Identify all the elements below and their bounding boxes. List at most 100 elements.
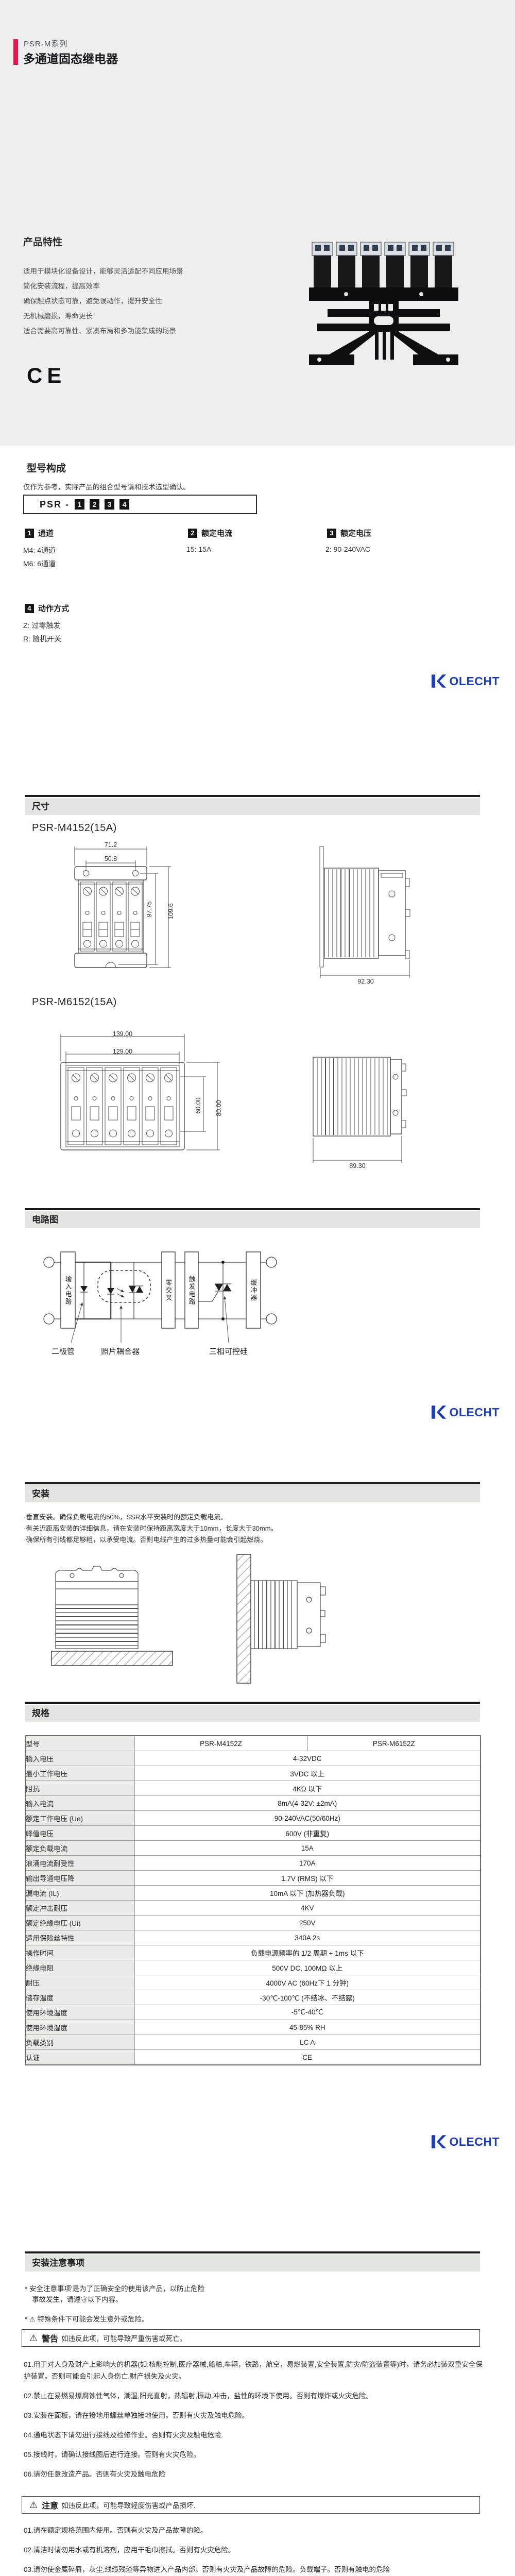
- spec-label: 浪涌电流耐受性: [25, 1855, 135, 1871]
- model-composition-heading: 型号构成: [27, 463, 66, 474]
- caution-items: 01.请在额定规格范围内使用。否则有火灾及产品故障的险。02.清洁时请勿用水或有…: [24, 2524, 485, 2576]
- circuit-label-triac: 三相可控硅: [209, 1347, 248, 1356]
- spec-row: 输出导通电压降 1.7V (RMS) 以下: [25, 1870, 481, 1886]
- spec-label: 输入电压: [25, 1751, 135, 1766]
- spec-label: 额定冲击耐压: [25, 1900, 135, 1916]
- model-digit-1: 1: [75, 499, 85, 510]
- spec-value: 负载电源频率的 1/2 周期 + 1ms 以下: [134, 1945, 481, 1960]
- circuit-block-zerocross: 零交叉: [164, 1279, 172, 1302]
- spec-row: 额定冲击耐压 4KV: [25, 1900, 481, 1916]
- brand-logo: OLECHT: [432, 671, 500, 691]
- spec-label: 输入电流: [25, 1795, 135, 1811]
- dim-139: 139.00: [112, 1030, 133, 1038]
- circuit-block-snubber: 缓冲器: [249, 1279, 257, 1302]
- spec-label: 储存温度: [25, 1990, 135, 2005]
- group-number: 4: [25, 603, 34, 613]
- section-circuit: 电路图: [25, 1208, 480, 1228]
- caution-item: 03.请勿使金属碎屑，灰尘,线缆残渣等异物进入产品内部。否则有火灾及产品故障的危…: [24, 2566, 390, 2573]
- spec-header-model-1: PSR-M4152Z: [134, 1735, 308, 1751]
- warning-text: 如违反此项，可能导致严重伤害或死亡。: [61, 2335, 187, 2343]
- caution-banner: ⚠ 注意 如违反此项，可能导致轻度伤害或产品损坏.: [22, 2496, 480, 2514]
- spec-value: LC A: [134, 2035, 481, 2050]
- spec-row: 使用环境湿度 45-85% RH: [25, 2020, 481, 2035]
- page-title: 多通道固态继电器: [23, 52, 118, 65]
- spec-label: 使用环境温度: [25, 2005, 135, 2020]
- group-number: 3: [327, 528, 336, 538]
- warning-title: 警告: [42, 2335, 59, 2344]
- spec-row: 绝缘电阻 500V DC, 100MΩ 以上: [25, 1960, 481, 1975]
- group-number: 2: [188, 528, 197, 538]
- spec-label: 绝缘电阻: [25, 1960, 135, 1975]
- spec-row: 阻抗 4KΩ 以下: [25, 1781, 481, 1796]
- spec-value: 4KV: [134, 1900, 481, 1916]
- spec-label: 额定绝缘电压 (Ui): [25, 1915, 135, 1930]
- section-dimensions: 尺寸: [25, 795, 480, 815]
- spec-value: 170A: [134, 1855, 481, 1871]
- circuit-label-diode: 二极管: [52, 1347, 75, 1356]
- spec-row: 漏电流 (IL) 10mA 以下 (加热器负载): [25, 1885, 481, 1901]
- installation-figures: [51, 1554, 326, 1684]
- spec-row: 浪涌电流耐受性 170A: [25, 1855, 481, 1871]
- caution-title: 注意: [42, 2502, 59, 2511]
- warning-item: 01.用于对人身及财产上影响大的机器(如:核能控制,医疗器械,船舶,车辆，铁路，…: [24, 2361, 483, 2380]
- circuit-label-photocoupler: 照片耦合器: [101, 1347, 140, 1356]
- spec-label: 负载类别: [25, 2035, 135, 2050]
- spec-value: 250V: [134, 1915, 481, 1930]
- dim-80: 80.00: [215, 1100, 222, 1116]
- brand-logo-icon: [432, 1405, 447, 1419]
- dim-129: 129.00: [112, 1048, 133, 1055]
- dim-50-8: 50.8: [104, 855, 117, 862]
- spec-label: 漏电流 (IL): [25, 1885, 135, 1901]
- spec-label: 使用环境湿度: [25, 2020, 135, 2035]
- spec-header-model-2: PSR-M6152Z: [307, 1735, 481, 1751]
- spec-table: 型号 PSR-M4152Z PSR-M6152Z 输入电压 4-32VDC 最小…: [25, 1735, 481, 2065]
- spec-value: 340A 2s: [134, 1930, 481, 1945]
- spec-label: 认证: [25, 2049, 135, 2065]
- warning-item: 05.接线时，请确认接线图后进行连接。否则有火灾危险。: [24, 2451, 200, 2459]
- spec-value: 8mA(4-32V: ±2mA): [134, 1795, 481, 1811]
- feature-item: 无机械磨损，寿命更长: [23, 312, 93, 320]
- spec-value: 3VDC 以上: [134, 1766, 481, 1781]
- dim-109-6: 109.6: [167, 903, 175, 920]
- spec-label: 峰值电压: [25, 1825, 135, 1841]
- spec-value: -30℃-100℃ (不结冰、不结露): [134, 1990, 481, 2005]
- warning-items: 01.用于对人身及财产上影响大的机器(如:核能控制,医疗器械,船舶,车辆，铁路，…: [24, 2359, 485, 2488]
- spec-row: 储存温度 -30℃-100℃ (不结冰、不结露): [25, 1990, 481, 2005]
- warning-item: 06.请勿任意改造产品。否则有火灾及触电危险: [24, 2470, 166, 2478]
- dim-92-30: 92.30: [357, 978, 374, 985]
- caution-text: 如违反此项，可能导致轻度伤害或产品损坏.: [61, 2502, 196, 2510]
- top-gray-band: [0, 0, 515, 446]
- spec-label: 阻抗: [25, 1781, 135, 1796]
- warning-item: 02.禁止在易燃易爆腐蚀性气体，潮湿,阳光直射，热辐射,振动,冲击，盐性的环境下…: [24, 2392, 373, 2400]
- feature-item: 适合需要高可靠性、紧凑布局和多功能集成的场景: [23, 327, 176, 335]
- ce-mark: CE: [27, 363, 66, 387]
- circuit-diagram: [43, 1251, 277, 1343]
- installation-note: ·确保所有引线都足够粗，以承受电流。否则电线产生的过多热量可能会引起燃烧。: [24, 1536, 267, 1544]
- spec-label: 操作时间: [25, 1945, 135, 1960]
- drawing1-model: PSR-M4152(15A): [32, 822, 117, 834]
- spec-value: -5℃-40℃: [134, 2005, 481, 2020]
- model-digit-3: 3: [105, 499, 115, 510]
- model-code-box: PSR - 1 2 3 4: [23, 495, 257, 514]
- spec-value: 90-240VAC(50/60Hz): [134, 1810, 481, 1826]
- spec-row: 额定负载电流 15A: [25, 1840, 481, 1856]
- features-list: 适用于模块化设备设计，能够灵活适配不同应用场景简化安装流程，提高效率确保触点状态…: [23, 268, 291, 343]
- warning-item: 04.通电状态下请勿进行接线及检修作业。否则有火灾及触电危险.: [24, 2431, 224, 2439]
- spec-row: 额定绝缘电压 (Ui) 250V: [25, 1915, 481, 1930]
- model-digit-2: 2: [90, 499, 100, 510]
- warning-icon: ⚠: [29, 2499, 38, 2510]
- spec-row: 认证 CE: [25, 2049, 481, 2065]
- feature-item: 简化安装流程，提高效率: [23, 282, 100, 290]
- spec-label: 最小工作电压: [25, 1766, 135, 1781]
- spec-value: 45-85% RH: [134, 2020, 481, 2035]
- installation-note: ·垂直安装。确保负载电流的50%，SSR水平安装时的额定负载电流。: [24, 1513, 228, 1521]
- spec-row: 适用保险丝特性 340A 2s: [25, 1930, 481, 1945]
- dim-71-2: 71.2: [104, 841, 117, 849]
- warning-item: 03.安装在面板，请在接地用螺丝单独接地使用。否则有火灾及触电危险。: [24, 2412, 249, 2419]
- spec-row: 负载类别 LC A: [25, 2035, 481, 2050]
